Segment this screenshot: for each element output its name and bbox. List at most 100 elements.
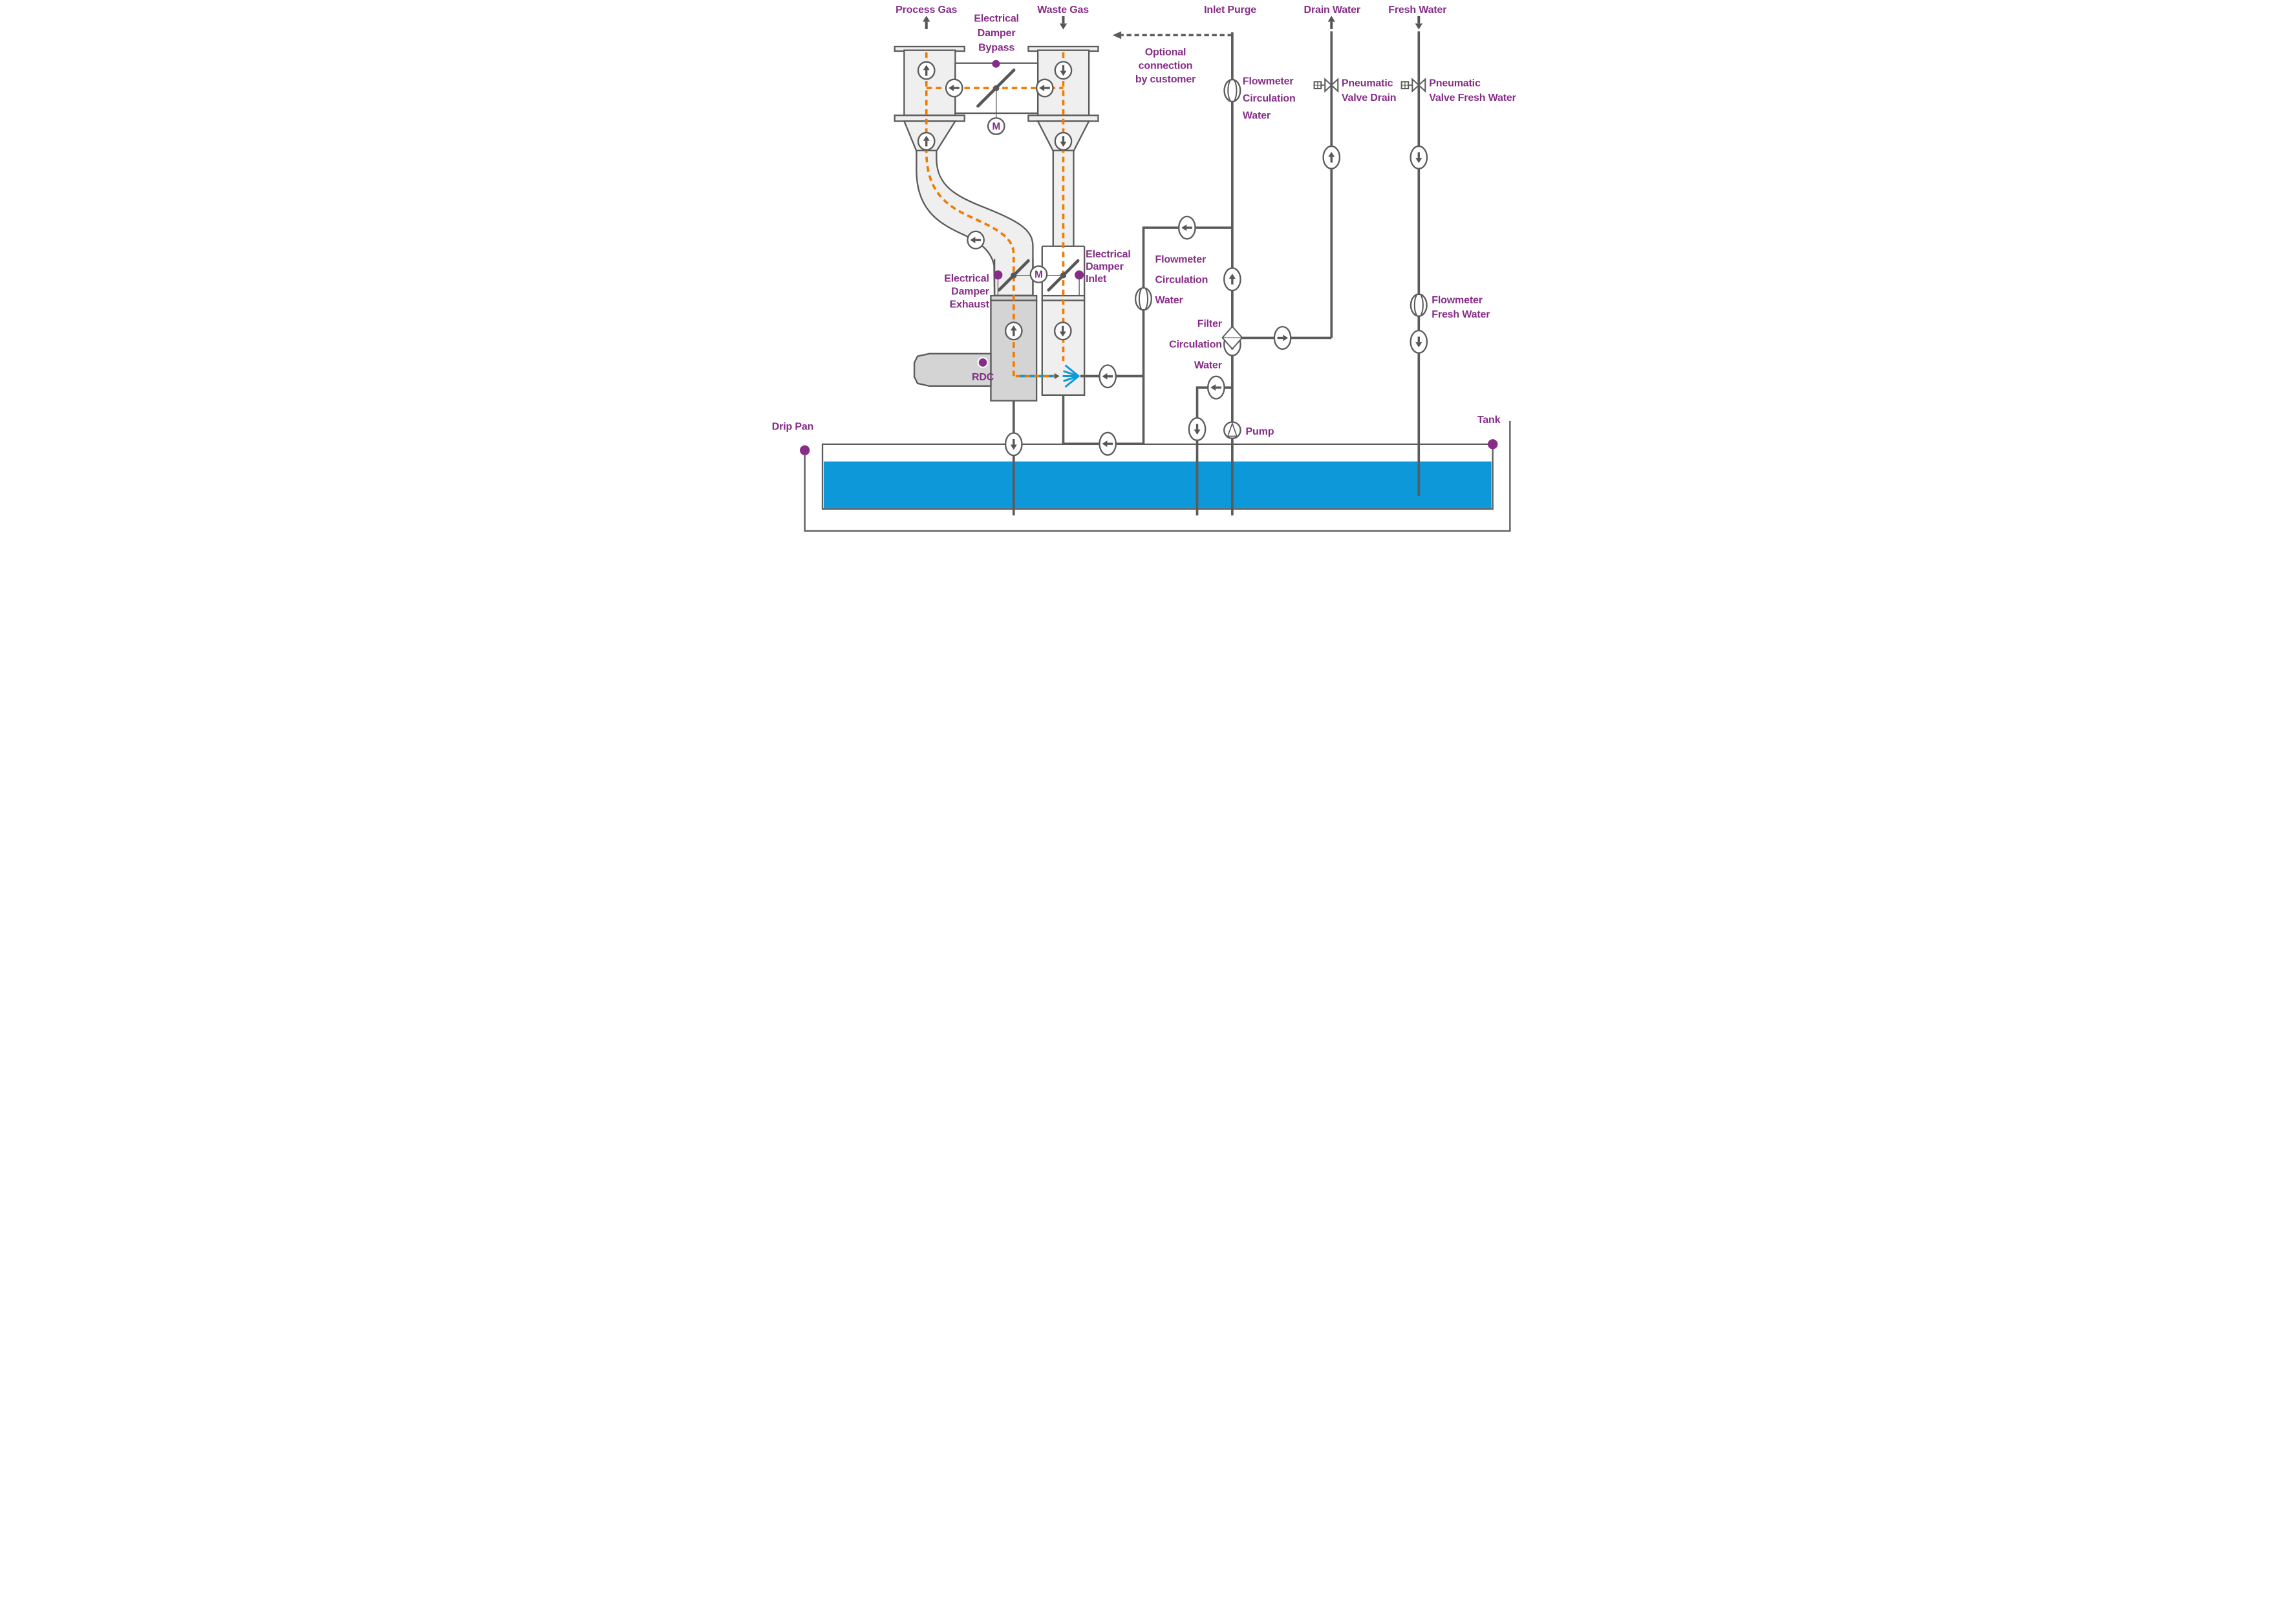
svg-text:Electrical: Electrical [1086, 249, 1131, 260]
flowmeter-icon [1223, 78, 1241, 103]
label-drip-pan: Drip Pan [771, 422, 813, 433]
purple-marker-dot [977, 357, 988, 368]
pump-icon [1223, 421, 1241, 440]
svg-text:Valve Drain: Valve Drain [1341, 92, 1395, 103]
marker-dots [799, 60, 1497, 455]
flow-arrow-indicator [1223, 267, 1241, 292]
flow-direction-arrow-icon [1415, 336, 1422, 348]
flow-arrow-indicator [1188, 417, 1206, 442]
svg-text:Electrical: Electrical [944, 273, 989, 284]
svg-text:Damper: Damper [1086, 261, 1124, 272]
label-flowmeter-circulation-top: Flowmeter Circulation Water [1242, 76, 1295, 121]
label-rdc: RDC [972, 372, 994, 383]
label-flowmeter-fresh: Flowmeter Fresh Water [1432, 295, 1490, 320]
svg-text:Optional: Optional [1144, 47, 1186, 58]
purple-marker-dot [992, 270, 1002, 280]
flow-direction-arrow-icon [923, 65, 930, 76]
svg-text:Filter: Filter [1197, 318, 1221, 329]
svg-text:Pneumatic: Pneumatic [1341, 78, 1393, 89]
svg-text:Pneumatic: Pneumatic [1429, 78, 1481, 89]
label-electrical-damper-inlet: Electrical Damper Inlet [1086, 249, 1131, 285]
gas-duct-structure [894, 45, 1099, 402]
flow-arrow-indicator [1098, 431, 1117, 456]
stream-arrow-icon [1327, 16, 1335, 30]
label-inlet-purge: Inlet Purge [1204, 5, 1256, 16]
flow-arrow-indicator [1054, 61, 1072, 80]
generated-symbols: MM [917, 16, 1428, 457]
flow-direction-arrow-icon [1277, 334, 1288, 341]
label-filter-circulation: Filter Circulation Water [1169, 318, 1222, 371]
svg-text:M: M [1035, 269, 1043, 280]
label-process-gas: Process Gas [896, 5, 957, 16]
label-drain-water: Drain Water [1304, 5, 1360, 16]
flow-direction-arrow-icon [1101, 440, 1113, 448]
label-pneumatic-valve-fresh: Pneumatic Valve Fresh Water [1429, 78, 1516, 103]
svg-text:Water: Water [1155, 295, 1183, 306]
stream-arrow-icon [1059, 16, 1067, 30]
svg-text:Valve Fresh Water: Valve Fresh Water [1429, 92, 1516, 103]
flow-direction-arrow-icon [1010, 325, 1017, 336]
pneumatic-valve-icon [1313, 78, 1338, 93]
process-gas-flange-bottom [894, 114, 965, 122]
optional-connection-line [1112, 31, 1232, 39]
purple-marker-dot [1074, 270, 1084, 280]
flow-direction-arrow-icon [1210, 384, 1221, 391]
svg-text:Electrical: Electrical [974, 14, 1019, 25]
flow-arrow-indicator [966, 230, 985, 250]
filter-icon [1221, 325, 1243, 350]
svg-text:Circulation: Circulation [1242, 93, 1295, 104]
svg-text:Flowmeter: Flowmeter [1155, 254, 1206, 265]
flow-arrow-indicator [917, 131, 936, 151]
flow-direction-arrow-icon [1194, 424, 1201, 435]
flow-direction-arrow-icon [1181, 224, 1192, 232]
svg-text:Circulation: Circulation [1155, 274, 1208, 285]
flow-direction-arrow-icon [1059, 136, 1066, 147]
svg-text:Flowmeter: Flowmeter [1242, 76, 1293, 87]
flow-arrow-indicator [1004, 432, 1023, 457]
flow-arrow-indicator [1207, 375, 1225, 400]
flowmeter-icon [1134, 287, 1152, 311]
flowmeter-icon [1410, 293, 1428, 317]
flow-arrow-indicator [1004, 321, 1023, 341]
svg-text:Damper: Damper [977, 28, 1015, 39]
svg-text:M: M [992, 121, 1000, 132]
purple-marker-dot [1487, 439, 1497, 450]
flow-arrow-indicator [1409, 329, 1428, 354]
flow-direction-arrow-icon [948, 85, 960, 92]
label-waste-gas: Waste Gas [1037, 5, 1089, 16]
flow-direction-arrow-icon [1101, 373, 1113, 380]
svg-text:Bypass: Bypass [978, 43, 1014, 54]
stream-arrow-icon [922, 16, 930, 30]
drip-pan-outline [804, 420, 1510, 532]
svg-text:Water: Water [1242, 111, 1270, 122]
tank-water [823, 461, 1492, 508]
flow-arrow-indicator [1322, 145, 1340, 169]
label-pneumatic-valve-drain: Pneumatic Valve Drain [1341, 78, 1396, 103]
flow-arrow-indicator [1053, 321, 1072, 341]
label-electrical-damper-bypass: Electrical Damper Bypass [974, 14, 1019, 54]
flow-direction-arrow-icon [923, 135, 930, 147]
flow-arrow-indicator [1273, 325, 1291, 350]
flow-direction-arrow-icon [1059, 325, 1066, 337]
flow-arrow-indicator [917, 61, 936, 80]
motor-icon: M [1029, 265, 1047, 283]
svg-text:Circulation: Circulation [1169, 339, 1222, 350]
flow-arrow-indicator [1035, 78, 1054, 98]
labels-layer: Process Gas Waste Gas Inlet Purge Drain … [771, 5, 1516, 437]
motor-icon: M [987, 117, 1005, 135]
process-diagram: MM Process Gas Waste Gas Inlet Purge Dra… [771, 5, 1516, 532]
pneumatic-valve-icon [1400, 78, 1426, 93]
quench-arrowhead [1054, 373, 1060, 380]
label-tank: Tank [1477, 415, 1500, 426]
rdc-motor-arm [913, 352, 992, 387]
svg-text:Exhaust: Exhaust [949, 299, 989, 310]
purple-marker-dot [799, 445, 810, 455]
flow-arrow-indicator [1409, 145, 1428, 169]
svg-text:Damper: Damper [951, 286, 989, 297]
svg-text:Inlet: Inlet [1086, 274, 1107, 285]
flow-direction-arrow-icon [969, 237, 981, 244]
exhaust-gas-path [925, 52, 1015, 376]
dampers [976, 69, 1080, 296]
svg-text:by customer: by customer [1135, 74, 1195, 85]
